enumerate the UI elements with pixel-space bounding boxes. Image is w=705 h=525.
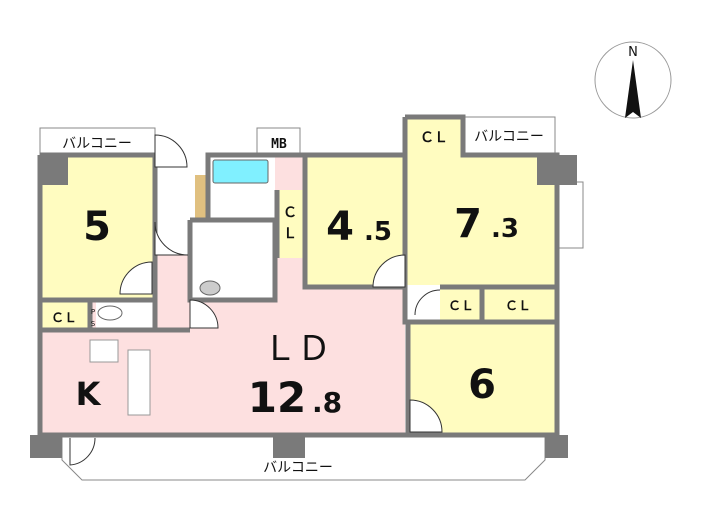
closet-vertical-label-bottom: Ｌ: [283, 226, 297, 242]
closet-vertical-label-top: Ｃ: [283, 205, 297, 221]
doors: [69, 134, 443, 466]
shoe-rack: [195, 175, 208, 220]
toilet-icon: [97, 305, 123, 321]
sink-counter: [127, 349, 151, 416]
closet-small-label: ＣＬ: [448, 299, 474, 314]
balcony-top-left-label: バルコニー: [62, 136, 132, 152]
hall-right: [405, 285, 440, 322]
ld-size-label: 12: [248, 373, 306, 422]
bathtub: [212, 159, 269, 184]
ld-size-decimal: .8: [312, 386, 342, 419]
closet-room6: [482, 287, 555, 322]
room-4-5-label: 4: [326, 204, 354, 250]
closet-vertical: [277, 190, 303, 258]
compass-north-label: N: [628, 45, 638, 60]
mb-label: MB: [271, 137, 287, 152]
north-arrow-icon: [625, 60, 641, 118]
washbasin-icon: [199, 280, 221, 296]
room-7-3: [405, 155, 555, 285]
room-6-label: 6: [468, 362, 496, 408]
stove: [89, 339, 119, 363]
balcony-top-left: [39, 127, 156, 156]
closet-room5-label: ＣＬ: [51, 311, 77, 326]
closet-room6-label: ＣＬ: [505, 299, 531, 314]
wall-columns: [30, 155, 577, 458]
closet-room5: [40, 300, 88, 330]
room-7-3-decimal: .3: [491, 214, 519, 244]
ps-label-bottom: S: [91, 320, 96, 328]
room-7-3-label: 7: [454, 201, 482, 247]
balcony-top-right-label: バルコニー: [474, 129, 544, 145]
closet-top-right-label: ＣＬ: [420, 130, 448, 146]
balcony-top-right: [462, 116, 556, 156]
ps-label-top: P: [91, 308, 95, 316]
kitchen-label: K: [76, 375, 102, 413]
ld-label: ＬＤ: [263, 329, 331, 369]
room-4-5-decimal: .5: [364, 217, 392, 247]
room-5-label: 5: [83, 204, 111, 250]
closet-top-right: [405, 117, 463, 155]
closet-small: [440, 287, 482, 322]
balcony-bottom-label: バルコニー: [263, 460, 333, 476]
compass: N: [594, 41, 672, 119]
